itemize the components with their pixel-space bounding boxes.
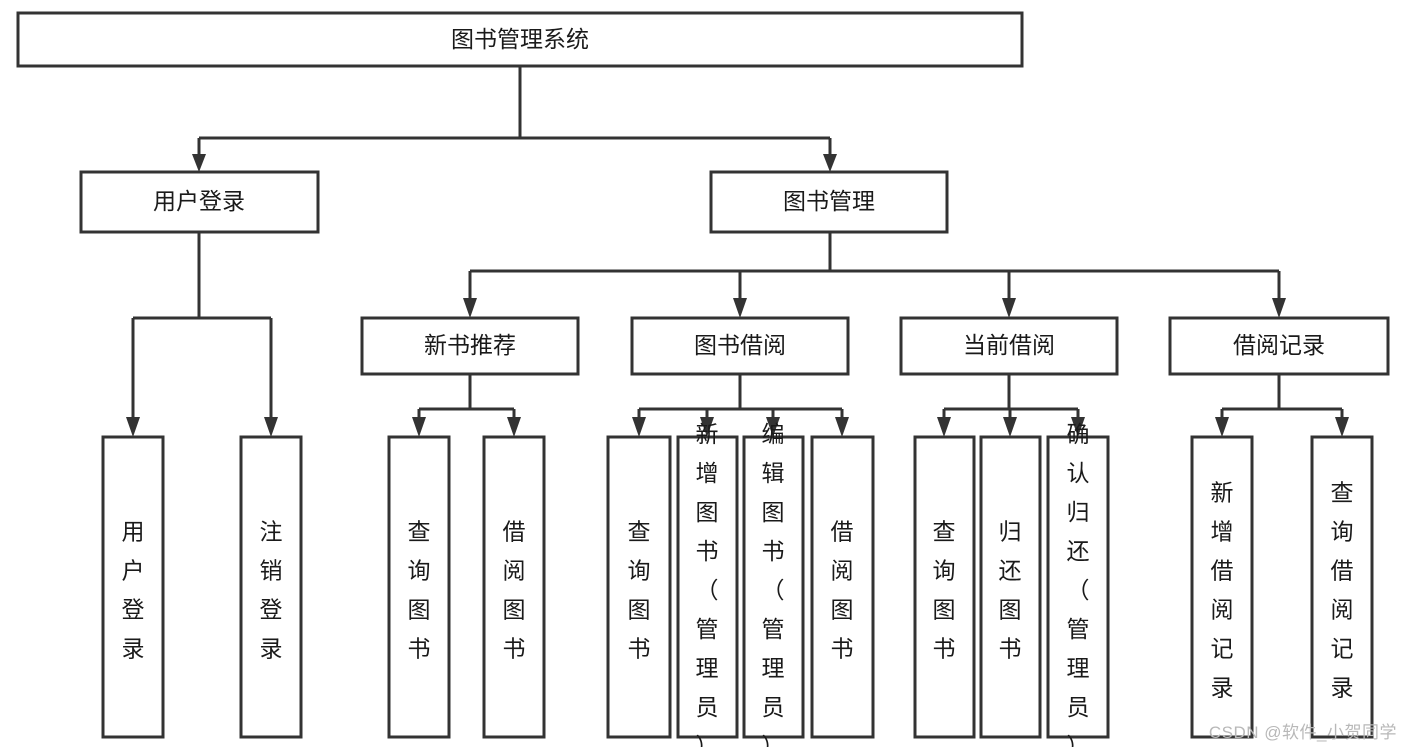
node-root-book-management-system[interactable]: 图书管理系统 bbox=[16, 11, 1024, 68]
arrow-to-leaf-query-book-2 bbox=[632, 417, 646, 437]
leaf-add-book-admin[interactable]: 新增图书（管理员） bbox=[676, 421, 739, 747]
arrow-to-leaf-add-book bbox=[700, 417, 714, 437]
leaf-confirm-return-admin[interactable]: 确认归还（管理员） bbox=[1046, 421, 1110, 747]
leaf-logout[interactable]: 注销登录 bbox=[239, 435, 303, 739]
csdn-watermark: CSDN @软件_小贺同学 bbox=[1208, 723, 1397, 742]
connector-record-to-leaves bbox=[1220, 374, 1344, 422]
leaf-borrow-book-borrow[interactable]: 借阅图书 bbox=[810, 435, 875, 739]
node-book-management-label: 图书管理 bbox=[783, 188, 875, 214]
connector-current-to-leaves bbox=[942, 374, 1080, 422]
node-book-borrow-box[interactable] bbox=[630, 316, 850, 376]
arrow-to-current-borrow bbox=[1002, 298, 1016, 318]
leaf-add-book-admin-box[interactable] bbox=[676, 435, 739, 739]
leaf-edit-book-admin-label: 编辑图书（管理员） bbox=[762, 421, 785, 747]
node-new-book-recommend-label: 新书推荐 bbox=[424, 332, 516, 358]
leaf-borrow-book-borrow-box[interactable] bbox=[810, 435, 875, 739]
connector-layer bbox=[126, 66, 1349, 437]
arrow-to-leaf-confirm-return bbox=[1071, 417, 1085, 437]
leaf-return-book-label: 归还图书 bbox=[999, 518, 1022, 661]
arrow-to-leaf-query-book-3 bbox=[937, 417, 951, 437]
leaf-confirm-return-admin-label: 确认归还（管理员） bbox=[1067, 421, 1090, 747]
node-root-label: 图书管理系统 bbox=[451, 26, 589, 52]
node-new-book-recommend-box[interactable] bbox=[360, 316, 580, 376]
leaf-logout-box[interactable] bbox=[239, 435, 303, 739]
leaf-user-login-label: 用户登录 bbox=[122, 518, 145, 661]
leaf-borrow-book-recommend[interactable]: 借阅图书 bbox=[482, 435, 546, 739]
leaf-query-borrow-record-box[interactable] bbox=[1310, 435, 1374, 739]
leaf-add-borrow-record[interactable]: 新增借阅记录 bbox=[1190, 435, 1254, 739]
connector-user-login-to-leaves bbox=[131, 232, 273, 422]
leaf-edit-book-admin-box[interactable] bbox=[742, 435, 805, 739]
arrow-to-book-borrow bbox=[733, 298, 747, 318]
leaf-query-book-borrow-label: 查询图书 bbox=[628, 518, 651, 661]
arrow-to-leaf-return-book bbox=[1003, 417, 1017, 437]
connector-recommend-to-leaves bbox=[417, 374, 516, 422]
node-book-borrow-label: 图书借阅 bbox=[694, 332, 786, 358]
leaf-borrow-book-recommend-box[interactable] bbox=[482, 435, 546, 739]
arrow-to-leaf-edit-book bbox=[766, 417, 780, 437]
node-user-login[interactable]: 用户登录 bbox=[79, 170, 320, 234]
node-current-borrow-box[interactable] bbox=[899, 316, 1119, 376]
arrow-to-leaf-add-record bbox=[1215, 417, 1229, 437]
leaf-query-borrow-record[interactable]: 查询借阅记录 bbox=[1310, 435, 1374, 739]
arrow-to-new-book-recommend bbox=[463, 298, 477, 318]
node-root-box[interactable] bbox=[16, 11, 1024, 68]
leaf-query-book-current[interactable]: 查询图书 bbox=[913, 435, 976, 739]
leaf-return-book-box[interactable] bbox=[979, 435, 1042, 739]
leaf-query-book-recommend-box[interactable] bbox=[387, 435, 451, 739]
connector-book-management-to-level3 bbox=[468, 232, 1281, 303]
leaf-edit-book-admin[interactable]: 编辑图书（管理员） bbox=[742, 421, 805, 747]
leaf-query-book-borrow[interactable]: 查询图书 bbox=[606, 435, 672, 739]
arrow-to-leaf-borrow-book-2 bbox=[835, 417, 849, 437]
arrow-to-leaf-query-record bbox=[1335, 417, 1349, 437]
node-book-borrow[interactable]: 图书借阅 bbox=[630, 316, 850, 376]
leaf-add-borrow-record-label: 新增借阅记录 bbox=[1211, 479, 1234, 700]
arrow-to-leaf-user-login bbox=[126, 417, 140, 437]
arrow-to-user-login bbox=[192, 154, 206, 172]
arrow-to-leaf-logout bbox=[264, 417, 278, 437]
connector-root-to-level2 bbox=[197, 66, 832, 160]
node-book-management[interactable]: 图书管理 bbox=[709, 170, 949, 234]
leaf-query-book-borrow-box[interactable] bbox=[606, 435, 672, 739]
node-current-borrow[interactable]: 当前借阅 bbox=[899, 316, 1119, 376]
leaf-logout-label: 注销登录 bbox=[260, 518, 283, 661]
leaf-user-login[interactable]: 用户登录 bbox=[101, 435, 165, 739]
node-borrow-record-box[interactable] bbox=[1168, 316, 1390, 376]
leaf-query-borrow-record-label: 查询借阅记录 bbox=[1331, 479, 1354, 700]
node-borrow-record-label: 借阅记录 bbox=[1233, 332, 1325, 358]
node-borrow-record[interactable]: 借阅记录 bbox=[1168, 316, 1390, 376]
node-user-login-box[interactable] bbox=[79, 170, 320, 234]
leaf-query-book-recommend[interactable]: 查询图书 bbox=[387, 435, 451, 739]
arrow-to-leaf-query-book-1 bbox=[412, 417, 426, 437]
arrow-to-borrow-record bbox=[1272, 298, 1286, 318]
leaf-confirm-return-admin-box[interactable] bbox=[1046, 435, 1110, 739]
leaf-return-book[interactable]: 归还图书 bbox=[979, 435, 1042, 739]
arrow-to-book-management bbox=[823, 154, 837, 172]
node-book-management-box[interactable] bbox=[709, 170, 949, 234]
arrow-to-leaf-borrow-book-1 bbox=[507, 417, 521, 437]
connector-borrow-to-leaves bbox=[637, 374, 844, 422]
leaf-query-book-recommend-label: 查询图书 bbox=[408, 518, 431, 661]
leaf-query-book-current-label: 查询图书 bbox=[933, 518, 956, 661]
leaf-query-book-current-box[interactable] bbox=[913, 435, 976, 739]
node-current-borrow-label: 当前借阅 bbox=[963, 332, 1055, 358]
node-new-book-recommend[interactable]: 新书推荐 bbox=[360, 316, 580, 376]
leaf-borrow-book-recommend-label: 借阅图书 bbox=[503, 518, 526, 661]
leaf-user-login-box[interactable] bbox=[101, 435, 165, 739]
leaf-add-borrow-record-box[interactable] bbox=[1190, 435, 1254, 739]
leaf-add-book-admin-label: 新增图书（管理员） bbox=[696, 421, 719, 747]
leaf-borrow-book-borrow-label: 借阅图书 bbox=[831, 518, 854, 661]
node-user-login-label: 用户登录 bbox=[153, 188, 245, 214]
